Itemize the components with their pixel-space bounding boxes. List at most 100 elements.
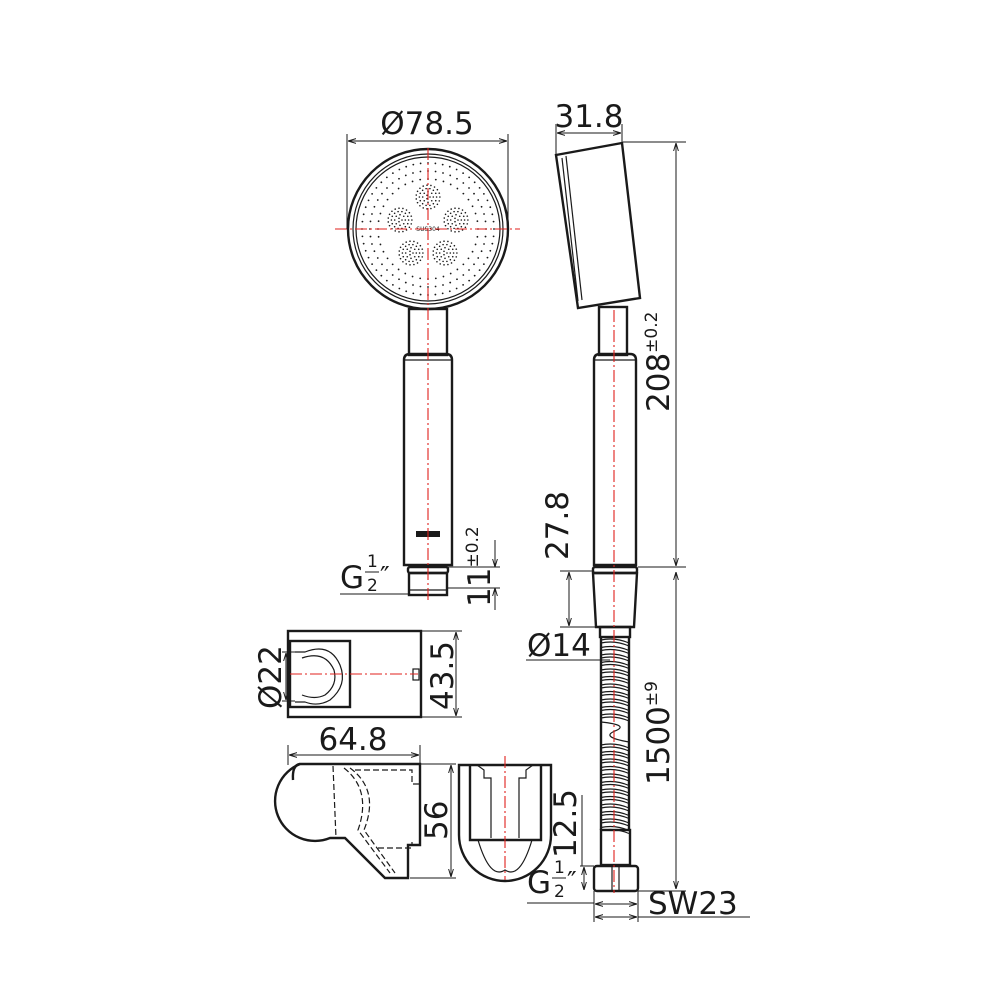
spray-dot: [411, 219, 413, 221]
spray-dot: [443, 250, 445, 253]
spray-dot: [432, 250, 435, 252]
front-view-hand-shower: SUS304 Ø78.5 G 1 2 ″ 11±0.2: [335, 106, 520, 610]
spray-dot: [375, 186, 378, 189]
spray-dot: [458, 207, 460, 210]
spray-dot: [477, 199, 480, 201]
spray-dot: [473, 181, 476, 184]
spray-dot: [430, 199, 433, 202]
spray-dot: [412, 243, 414, 246]
dim-hose-length: 1500±9: [641, 681, 677, 785]
spray-dot: [444, 246, 446, 249]
spray-dot: [394, 230, 397, 232]
spray-dot: [419, 204, 421, 207]
spray-dot: [398, 168, 401, 171]
spray-dot: [454, 220, 456, 223]
spray-dot: [447, 248, 450, 251]
spray-dot: [393, 212, 396, 215]
spray-dot: [416, 262, 419, 264]
spray-dot: [426, 208, 428, 210]
spray-dot: [430, 192, 433, 195]
spray-dot: [386, 198, 389, 201]
spray-dot: [402, 243, 404, 246]
spray-dot: [398, 287, 401, 290]
hose-coil: [600, 645, 630, 655]
spray-dot: [441, 163, 444, 166]
spray-dot: [419, 162, 422, 165]
spray-dot: [376, 199, 379, 201]
spray-dot: [415, 245, 418, 248]
spray-dot: [429, 187, 431, 190]
spray-dot: [361, 220, 364, 223]
spray-dot: [408, 226, 411, 229]
spray-dot: [362, 242, 365, 245]
spray-dot: [486, 199, 489, 202]
spray-dot: [399, 213, 401, 216]
spray-dot: [443, 253, 445, 256]
spray-dot: [432, 202, 435, 205]
hose-coil: [600, 795, 630, 805]
spray-dot: [493, 228, 495, 230]
dim-nut-length: 12.5: [548, 789, 584, 858]
hose-coil: [600, 675, 630, 685]
spray-dot: [380, 274, 383, 277]
spray-dot: [456, 278, 458, 281]
spray-dot: [406, 222, 409, 225]
spray-dot: [394, 208, 397, 210]
spray-dot: [443, 217, 446, 219]
spray-dot: [460, 212, 463, 215]
spray-dot: [440, 255, 443, 258]
hose-coil: [600, 683, 630, 692]
spray-dot: [367, 199, 370, 202]
spray-dot: [417, 255, 420, 258]
spray-dot: [443, 240, 445, 242]
spray-dot: [381, 192, 383, 195]
spray-dot: [375, 269, 378, 272]
spray-dot: [399, 257, 402, 260]
spray-dot: [409, 240, 411, 242]
spray-dot: [484, 235, 487, 238]
spray-dot: [433, 257, 436, 260]
spray-dot: [438, 200, 441, 202]
holder-front-clip-right: [518, 764, 534, 838]
spray-dot: [406, 215, 409, 218]
handle-body-side: [592, 352, 638, 567]
holder-side-view: 64.8 56: [273, 722, 456, 880]
spray-dot: [442, 243, 444, 246]
hose-cone: [591, 571, 639, 629]
thread-top-inch: ″: [380, 562, 390, 592]
spray-dot: [391, 210, 393, 213]
spray-dot: [413, 248, 416, 251]
spray-dot: [434, 285, 437, 288]
spray-dot: [404, 212, 407, 215]
spray-dot: [454, 207, 456, 209]
spray-dot: [478, 269, 481, 272]
hidden-line: [349, 767, 396, 874]
spray-dot: [474, 212, 477, 215]
holder-side-top: [291, 762, 301, 781]
spray-dot: [453, 259, 456, 262]
spray-dot: [454, 231, 456, 233]
spray-dot: [397, 268, 400, 271]
spray-dot: [455, 287, 458, 290]
spray-dot: [417, 248, 420, 251]
spray-dot: [413, 255, 416, 258]
spray-dot: [460, 219, 463, 221]
spray-dot: [458, 222, 461, 225]
spray-dot: [489, 206, 492, 209]
spray-dot: [480, 250, 483, 253]
spray-dot: [381, 263, 383, 266]
hose-coils: [600, 638, 630, 835]
hose-ferrule-bottom: [599, 828, 632, 867]
spray-dot: [480, 205, 483, 208]
spray-dot: [398, 177, 400, 180]
spray-dot: [434, 178, 437, 181]
spray-dot: [373, 205, 376, 208]
hose-coil: [600, 803, 630, 812]
spray-dot: [468, 269, 470, 271]
spray-dot: [438, 192, 441, 194]
spray-dot: [432, 189, 435, 192]
spray-dot: [410, 246, 412, 249]
spray-dot: [386, 257, 389, 260]
spray-dot: [471, 205, 474, 208]
